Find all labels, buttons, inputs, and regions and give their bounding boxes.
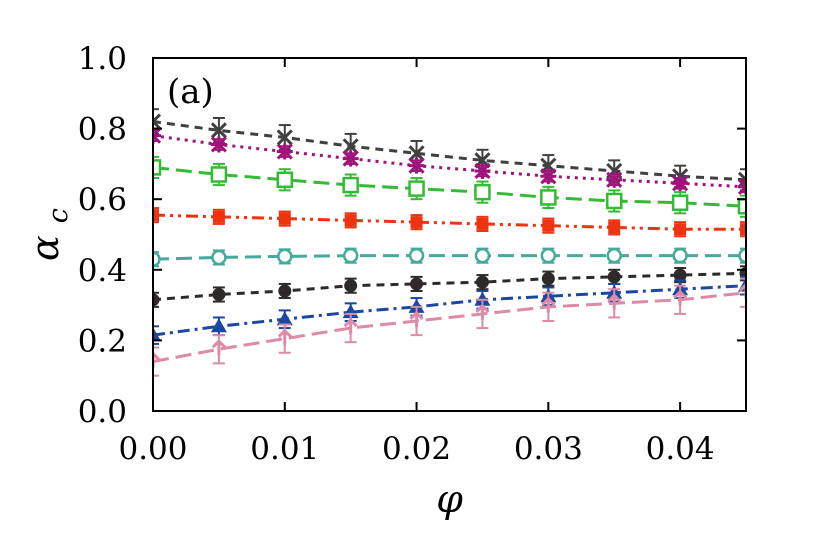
data-point xyxy=(276,171,294,189)
data-point xyxy=(153,327,161,342)
data-point xyxy=(606,171,623,188)
series-line xyxy=(153,134,746,189)
data-point xyxy=(278,212,291,225)
data-point xyxy=(212,288,226,302)
data-point xyxy=(153,209,159,222)
y-tick-label: 0.0 xyxy=(78,394,127,430)
x-tick-label: 0.02 xyxy=(382,431,451,467)
data-point xyxy=(540,189,557,206)
data-point xyxy=(607,294,622,310)
y-tick-label: 0.6 xyxy=(78,182,127,218)
series-2 xyxy=(153,127,746,195)
x-tick-label: 0.04 xyxy=(646,431,715,467)
y-axis-label: α c xyxy=(23,208,74,261)
data-point xyxy=(737,198,746,215)
series-line xyxy=(153,120,746,182)
data-point xyxy=(410,277,424,291)
data-point xyxy=(541,297,556,313)
x-tick-label: 0.03 xyxy=(514,431,583,467)
data-point xyxy=(153,113,162,130)
y-tick-label: 1.0 xyxy=(78,41,127,77)
data-point xyxy=(409,311,424,327)
data-point xyxy=(210,136,227,153)
data-point xyxy=(408,157,425,174)
data-point xyxy=(277,329,292,345)
series-line xyxy=(153,254,746,261)
data-point xyxy=(475,304,490,320)
y-axis-label-main: α xyxy=(23,235,67,261)
data-point xyxy=(673,290,688,306)
data-point xyxy=(277,248,293,265)
data-point xyxy=(737,171,746,188)
ticks-layer: 0.00 0.01 0.02 0.03 0.04 0.0 0.2 0.4 0.6 0.8 1.0 xyxy=(78,41,746,467)
data-point xyxy=(475,275,489,289)
data-point xyxy=(606,247,622,264)
data-point xyxy=(342,247,359,264)
series-line xyxy=(153,165,746,208)
data-point xyxy=(474,162,491,180)
x-axis-label: φ xyxy=(436,477,463,521)
y-tick-label: 0.8 xyxy=(78,112,127,148)
series-1 xyxy=(153,108,746,192)
data-point xyxy=(740,223,746,236)
data-point xyxy=(672,175,689,192)
series-8 xyxy=(153,277,746,377)
y-tick-label: 0.2 xyxy=(78,323,127,359)
data-point xyxy=(608,221,621,234)
data-point xyxy=(408,180,425,197)
series-7 xyxy=(153,275,746,345)
plot-frame xyxy=(152,57,747,412)
data-point xyxy=(605,192,623,210)
data-point xyxy=(408,145,425,162)
data-point xyxy=(474,247,491,264)
panel-label: (a) xyxy=(167,72,214,112)
data-point xyxy=(153,293,160,307)
x-tick-label: 0.00 xyxy=(118,431,187,467)
data-point xyxy=(210,122,227,139)
data-point xyxy=(276,311,293,326)
data-point xyxy=(343,318,358,335)
y-axis-label-subscript: c xyxy=(43,208,74,223)
series-5 xyxy=(153,247,746,268)
data-point xyxy=(344,279,358,293)
series-line xyxy=(153,213,746,231)
series-layer xyxy=(153,108,746,377)
series-line xyxy=(153,291,746,364)
data-point xyxy=(344,214,357,227)
data-point xyxy=(342,176,359,194)
data-point xyxy=(540,168,557,185)
data-point xyxy=(278,284,292,298)
data-point xyxy=(212,210,225,223)
data-point xyxy=(276,143,293,160)
data-point xyxy=(607,270,621,284)
data-point xyxy=(540,247,557,264)
data-point xyxy=(738,247,746,264)
data-point xyxy=(673,268,687,282)
data-point xyxy=(671,194,689,211)
data-point xyxy=(674,223,687,236)
data-point xyxy=(342,150,359,167)
data-point xyxy=(210,318,227,333)
series-4 xyxy=(153,207,746,238)
data-point xyxy=(276,129,293,146)
data-point xyxy=(408,247,425,264)
data-point xyxy=(476,217,489,230)
series-3 xyxy=(153,155,746,218)
series-6 xyxy=(153,265,746,308)
data-point xyxy=(474,183,491,201)
data-point xyxy=(211,249,227,266)
data-point xyxy=(410,216,423,229)
data-point xyxy=(153,159,162,176)
x-tick-label: 0.01 xyxy=(250,431,319,467)
data-point xyxy=(542,219,555,232)
data-point xyxy=(211,340,226,356)
data-point xyxy=(210,166,228,183)
data-point xyxy=(153,251,161,267)
y-tick-label: 0.4 xyxy=(78,253,127,289)
series-line xyxy=(153,271,746,302)
data-point xyxy=(541,272,555,286)
data-point xyxy=(672,247,688,264)
data-point xyxy=(342,138,359,155)
